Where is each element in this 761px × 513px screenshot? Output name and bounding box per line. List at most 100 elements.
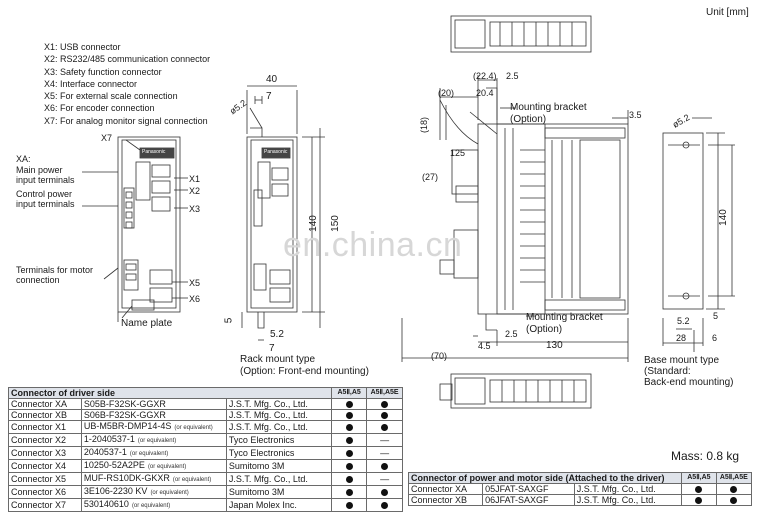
col-header-a5ii: A5Ⅱ,A5 [331, 387, 368, 399]
availability-dot-icon [381, 489, 389, 497]
dim-125: 125 [450, 148, 466, 158]
part-number-cell: 10250-52A2PE(or equivalent) [80, 459, 227, 473]
equivalent-note: (or equivalent) [174, 425, 213, 431]
availability-dot-icon [730, 497, 738, 505]
availability-a5e [715, 494, 753, 506]
brand-logo: Panasonic [264, 149, 288, 155]
manufacturer: J.S.T. Mfg. Co., Ltd. [573, 494, 683, 506]
availability-a5ii [331, 398, 368, 410]
dim-150: 150 [329, 215, 341, 232]
mounting-bracket-top-option: (Option) [510, 114, 547, 125]
manufacturer: Tyco Electronics [225, 446, 333, 460]
dim-3-5: 3.5 [629, 110, 642, 120]
part-number-cell: S06B-F32SK-GGXR [80, 409, 227, 421]
base-mount-back-label: Back-end mounting) [644, 377, 734, 388]
availability-dot-icon [381, 463, 389, 471]
table-title: Connector of power and motor side (Attac… [407, 472, 683, 484]
availability-dot-icon [345, 450, 353, 458]
availability-a5ii [331, 409, 368, 421]
dim-140: 140 [307, 215, 319, 232]
part-number: S05B-F32SK-GGXR [83, 399, 166, 409]
x6-label: X6 [189, 294, 201, 304]
availability-dot-icon [345, 437, 353, 445]
availability-dot-icon [695, 486, 703, 494]
availability-a5ii [331, 472, 368, 486]
availability-a5e [715, 483, 753, 495]
equivalent-note: (or equivalent) [150, 490, 189, 496]
mass-label: Mass: 0.8 kg [671, 449, 740, 463]
availability-a5ii [331, 446, 368, 460]
col-header-a5e: A5Ⅱ,A5E [715, 472, 753, 484]
connector-name: Connector X2 [8, 433, 82, 447]
availability-dot-icon [345, 463, 353, 471]
dim-7b: 7 [269, 343, 275, 354]
base-mount-standard-label: (Standard: [644, 366, 691, 377]
availability-dot-icon [381, 401, 389, 409]
main-power-input-label: input terminals [16, 175, 75, 185]
brand-logo: Panasonic [142, 149, 166, 155]
availability-dot-icon [345, 502, 353, 510]
part-number: 05JFAT-SAXGF [482, 483, 575, 495]
availability-a5e [366, 498, 403, 512]
availability-a5ii [331, 433, 368, 447]
legend-item: X7: For analog monitor signal connection [44, 115, 208, 126]
part-number-cell: UB-M5BR-DMP14-4S(or equivalent) [80, 420, 227, 434]
x7-label: X7 [101, 133, 113, 143]
availability-a5e [366, 409, 403, 421]
manufacturer: J.S.T. Mfg. Co., Ltd. [225, 420, 333, 434]
x1-label: X1 [189, 174, 201, 184]
part-number-cell: 530140610(or equivalent) [80, 498, 227, 512]
motor-connection-label: connection [16, 275, 60, 285]
dim-70: (70) [431, 351, 448, 361]
availability-a5ii [331, 485, 368, 499]
connector-name: Connector X7 [8, 498, 82, 512]
dim-5-2a: 5.2 [270, 329, 284, 340]
rack-mount-option-label: (Option: Front-end mounting) [240, 366, 369, 377]
part-number-cell: 3E106-2230 KV(or equivalent) [80, 485, 227, 499]
dim-5-2b: 5.2 [677, 316, 690, 326]
part-number: 2040537-1 [83, 447, 127, 458]
availability-a5e [366, 420, 403, 434]
dim-27: (27) [422, 172, 439, 182]
dim-5b: 5 [713, 311, 719, 321]
x2-label: X2 [189, 186, 201, 196]
watermark-text: en.china.cn [283, 226, 463, 264]
connector-name: Connector XA [8, 398, 82, 410]
availability-dot-icon [695, 497, 703, 505]
availability-a5ii [331, 420, 368, 434]
availability-dot-icon [345, 476, 353, 484]
part-number-cell: S05B-F32SK-GGXR [80, 398, 227, 410]
manufacturer: J.S.T. Mfg. Co., Ltd. [225, 409, 333, 421]
manufacturer: Japan Molex Inc. [225, 498, 333, 512]
part-number: UB-M5BR-DMP14-4S [83, 421, 172, 432]
availability-dot-icon [381, 502, 389, 510]
x3-label: X3 [189, 204, 201, 214]
availability-a5e [366, 398, 403, 410]
availability-a5e [366, 459, 403, 473]
mounting-bracket-bottom-option: (Option) [526, 324, 563, 335]
part-number-cell: 2040537-1(or equivalent) [80, 446, 227, 460]
dim-2-5a: 2.5 [506, 71, 519, 81]
part-number: S06B-F32SK-GGXR [83, 410, 166, 420]
legend-item: X1: USB connector [44, 42, 121, 52]
manufacturer: J.S.T. Mfg. Co., Ltd. [225, 472, 333, 486]
manufacturer: J.S.T. Mfg. Co., Ltd. [225, 398, 333, 410]
control-power-label: Control power [16, 189, 73, 199]
dim-20-4: 20.4 [476, 88, 494, 98]
equivalent-note: (or equivalent) [131, 503, 171, 509]
dim-7a: 7 [266, 91, 272, 102]
dim-20: (20) [438, 88, 455, 98]
x5-label: X5 [189, 278, 201, 288]
availability-a5e [366, 485, 403, 499]
base-mount-label: Base mount type [644, 355, 720, 366]
rack-mount-view [241, 85, 325, 341]
table-header-row: Connector of power and motor side (Attac… [407, 472, 753, 484]
availability-a5ii [681, 494, 717, 506]
availability-dot-icon [381, 424, 389, 432]
